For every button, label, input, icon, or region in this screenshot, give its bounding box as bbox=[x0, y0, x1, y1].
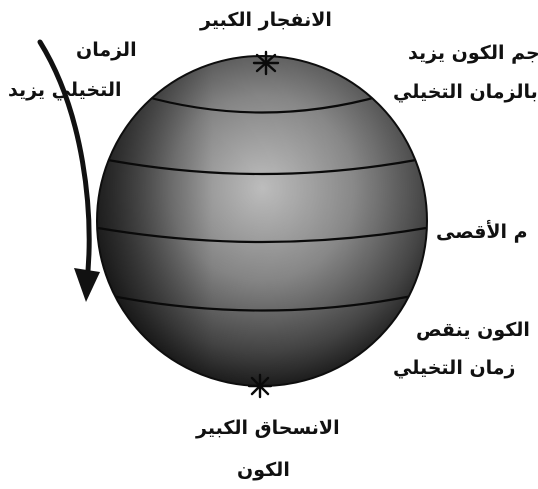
imaginary-time-label-line1: الزمان bbox=[76, 38, 137, 62]
imaginary-time-label-line2: التخيلي يزيد bbox=[8, 78, 122, 102]
size-increases-label-line2: بالزمان التخيلي bbox=[393, 80, 538, 104]
size-decreases-label-line1: الكون ينقص bbox=[416, 318, 530, 342]
size-increases-label-line1: جم الكون يزيد bbox=[408, 41, 538, 65]
star-burst-icon bbox=[249, 375, 271, 397]
big-crunch-label: الانسحاق الكبير bbox=[196, 416, 340, 440]
maximum-size-label: م الأقصى bbox=[436, 220, 528, 244]
universe-label: الكون bbox=[237, 458, 290, 482]
size-decreases-label-line2: زمان التخيلي bbox=[393, 356, 516, 380]
big-bang-label: الانفجار الكبير bbox=[200, 8, 332, 32]
star-burst-icon bbox=[254, 52, 278, 74]
